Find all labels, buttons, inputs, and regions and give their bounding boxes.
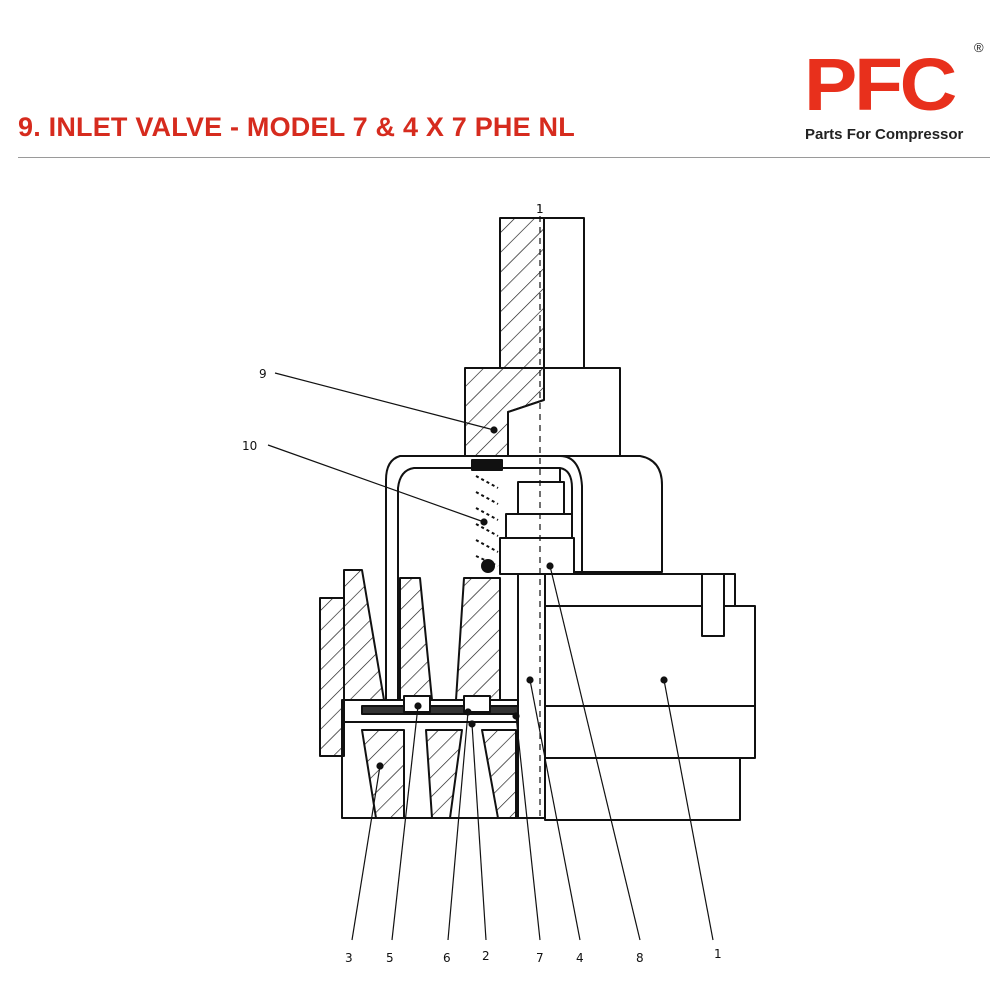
callout-10: 10 bbox=[242, 439, 257, 453]
guard bbox=[385, 455, 583, 701]
logo-tagline: Parts For Compressor bbox=[805, 126, 964, 143]
main-body bbox=[544, 573, 756, 821]
callout-5: 5 bbox=[386, 951, 394, 965]
callout-2: 2 bbox=[482, 949, 490, 963]
callout-7: 7 bbox=[536, 951, 544, 965]
header-divider bbox=[18, 157, 990, 158]
top-shaft bbox=[499, 217, 585, 369]
pfc-logo: PFC ® Parts For Compressor bbox=[800, 40, 995, 152]
callout-8: 8 bbox=[636, 951, 644, 965]
registered-mark: ® bbox=[974, 40, 984, 55]
dome-housing bbox=[559, 455, 663, 573]
lower-body bbox=[517, 573, 546, 819]
callout-1: 1 bbox=[714, 947, 722, 961]
callout-4: 4 bbox=[576, 951, 584, 965]
callout-9: 9 bbox=[259, 367, 267, 381]
logo-mark: PFC bbox=[804, 43, 957, 126]
callout-6: 6 bbox=[443, 951, 451, 965]
nut bbox=[499, 481, 575, 575]
callout-1-top: 1 bbox=[536, 202, 544, 216]
valve-seat bbox=[319, 569, 519, 819]
callout-3: 3 bbox=[345, 951, 353, 965]
coil-spring bbox=[471, 459, 503, 573]
page-title: 9. INLET VALVE - MODEL 7 & 4 X 7 PHE NL bbox=[18, 112, 575, 142]
valve-plate bbox=[343, 695, 521, 723]
cap bbox=[464, 367, 621, 467]
